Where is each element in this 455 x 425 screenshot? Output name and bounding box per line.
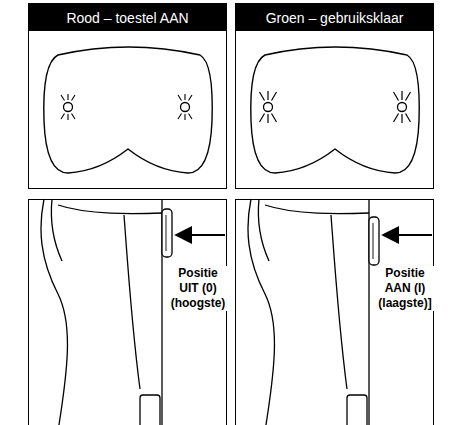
body-seam: [124, 215, 140, 389]
figure-panel: Positie AAN (I) (laagste)]: [235, 199, 434, 425]
figure-panel: Rood – toestel AAN: [28, 3, 227, 189]
panel-title: Rood – toestel AAN: [66, 10, 188, 26]
position-label: Positie AAN (I) (laagste)]: [378, 266, 431, 310]
position-label-box: Positie AAN (I) (laagste)]: [376, 266, 434, 311]
clip: [347, 395, 367, 425]
panel-title: Groen – gebruiksklaar: [266, 10, 404, 26]
power-switch: [162, 209, 172, 257]
indicator-led: [260, 91, 277, 123]
body-seam: [265, 205, 369, 214]
body-seam: [58, 205, 162, 214]
indicator-led: [394, 91, 411, 123]
pointer-arrow: [176, 234, 225, 236]
indicator-led: [178, 94, 192, 120]
body-outline: [41, 199, 68, 425]
figure-panel: Positie UIT (0) (hoogste): [28, 199, 227, 425]
control-housing: [251, 47, 419, 173]
body-seam: [331, 215, 347, 389]
position-label-box: Positie UIT (0) (hoogste): [169, 266, 227, 311]
figure-panel: Groen – gebruiksklaar: [235, 3, 434, 189]
device-side-view: [41, 199, 225, 425]
switch-edge: [373, 223, 374, 259]
control-housing: [44, 47, 212, 173]
power-switch: [369, 217, 379, 265]
position-label: Positie UIT (0) (hoogste): [171, 266, 226, 310]
indicator-panel-green: [251, 47, 419, 173]
indicator-led: [61, 94, 75, 120]
body-outline: [51, 199, 62, 261]
header-band: Groen – gebruiksklaar: [236, 4, 433, 31]
device-side-view: [248, 199, 432, 425]
header-band: Rood – toestel AAN: [29, 4, 226, 31]
body-outline: [248, 199, 275, 425]
indicator-panel-red: [44, 47, 212, 173]
switch-edge: [166, 215, 167, 251]
clip: [140, 395, 160, 425]
pointer-arrow: [383, 234, 432, 236]
body-outline: [258, 199, 269, 261]
